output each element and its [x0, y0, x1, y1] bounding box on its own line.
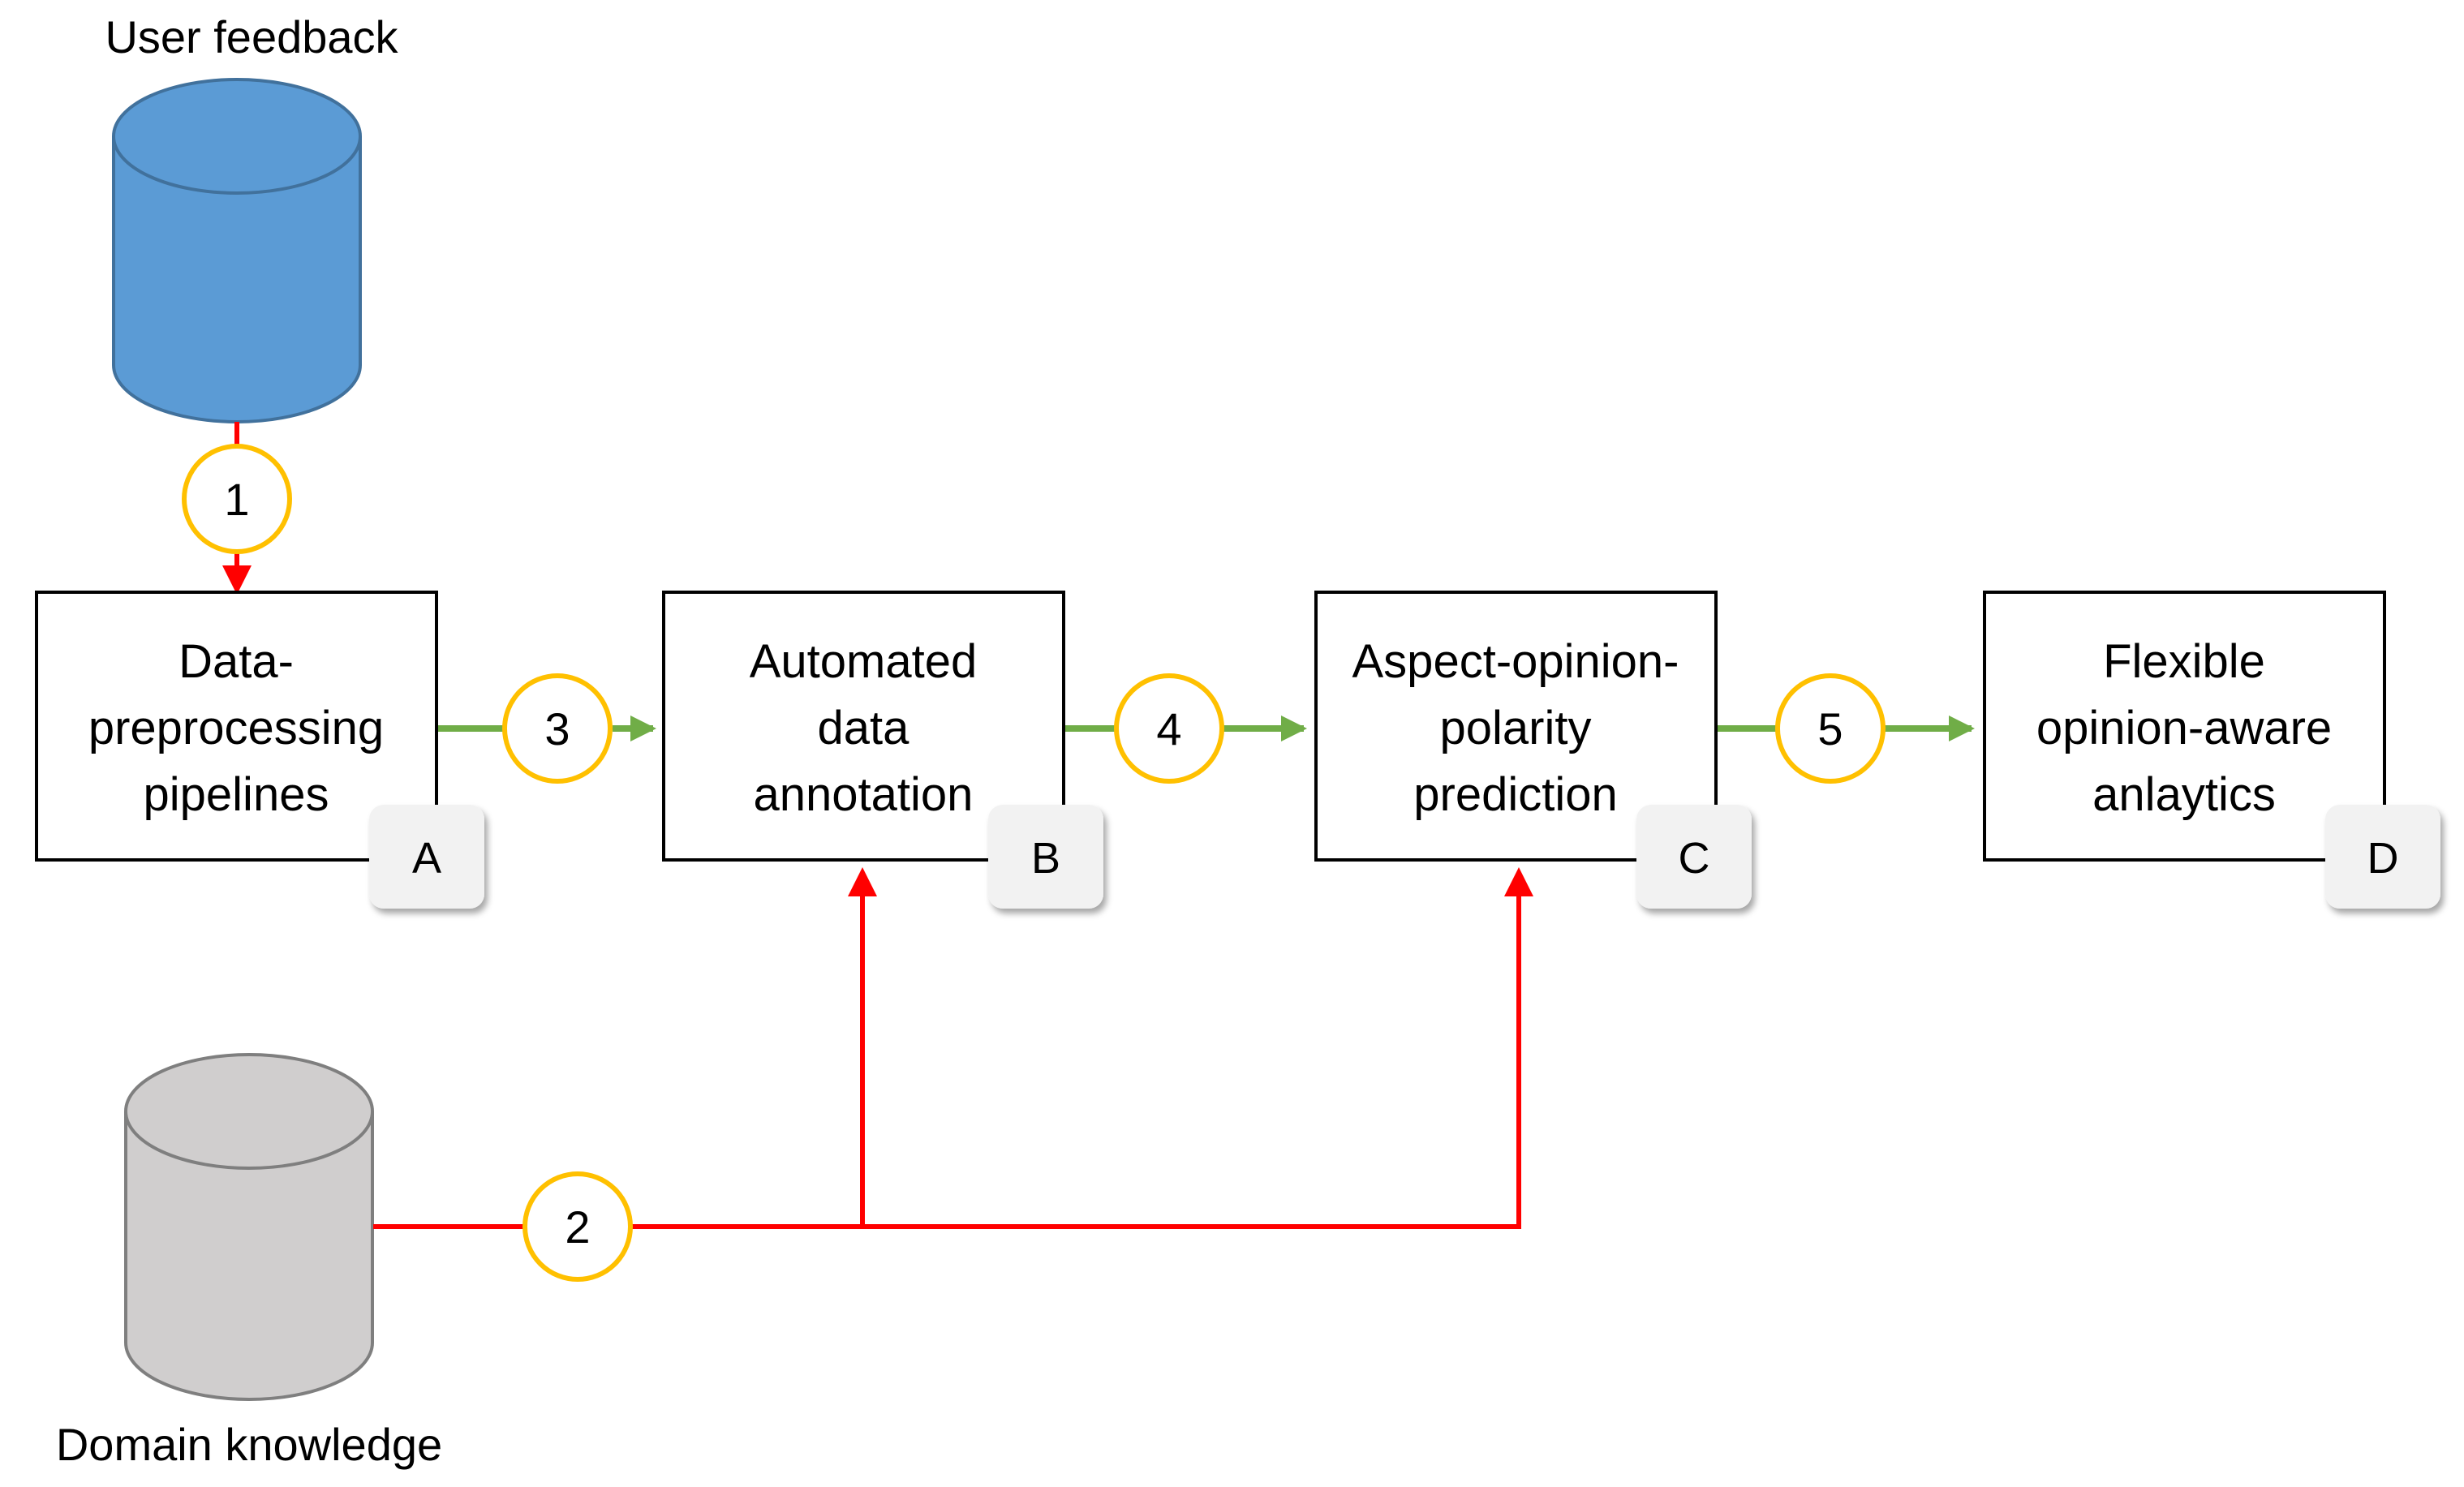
- knowledge-arrow-to-c: [629, 867, 1533, 1229]
- svg-text:Aspect-opinion-: Aspect-opinion-: [1352, 635, 1679, 688]
- step-circle-1: 1: [182, 444, 292, 554]
- process-box-d: Flexible opinion-aware anlaytics: [1983, 591, 2386, 862]
- svg-text:Data-: Data-: [178, 635, 294, 688]
- svg-text:data: data: [818, 702, 910, 754]
- box-tag-c: [1636, 805, 1752, 909]
- box-tag-d-label: D: [2367, 834, 2399, 883]
- box-tag-b: [988, 805, 1103, 909]
- svg-text:5: 5: [1817, 703, 1843, 754]
- step-circle-2: 2: [522, 1171, 633, 1282]
- step-circle-4: 4: [1114, 673, 1224, 784]
- svg-text:2: 2: [565, 1201, 590, 1253]
- svg-text:pipelines: pipelines: [144, 768, 329, 821]
- svg-text:preprocessing: preprocessing: [88, 702, 384, 754]
- box-tag-a: [369, 805, 484, 909]
- box-tag-c-label: C: [1679, 834, 1710, 883]
- svg-text:Automated: Automated: [750, 635, 978, 688]
- box-tag-d: [2325, 805, 2440, 909]
- step-circle-5: 5: [1775, 673, 1886, 784]
- svg-text:4: 4: [1156, 703, 1181, 754]
- domain-knowledge-database-icon: [124, 1053, 374, 1401]
- svg-text:annotation: annotation: [754, 768, 974, 821]
- svg-text:opinion-aware: opinion-aware: [2036, 702, 2332, 754]
- user-feedback-label: User feedback: [105, 11, 398, 62]
- box-tag-a-label: A: [412, 834, 441, 883]
- process-box-a: Data- preprocessing pipelines: [35, 591, 438, 862]
- step-circle-3: 3: [502, 673, 613, 784]
- svg-text:Flexible: Flexible: [2103, 635, 2265, 688]
- svg-text:3: 3: [544, 703, 570, 754]
- svg-text:polarity: polarity: [1440, 702, 1592, 754]
- box-tag-b-label: B: [1031, 834, 1060, 883]
- user-feedback-database-icon: [112, 78, 362, 423]
- domain-knowledge-label: Domain knowledge: [56, 1419, 442, 1470]
- svg-text:prediction: prediction: [1413, 768, 1617, 821]
- svg-text:1: 1: [224, 474, 249, 525]
- svg-text:anlaytics: anlaytics: [2092, 768, 2276, 821]
